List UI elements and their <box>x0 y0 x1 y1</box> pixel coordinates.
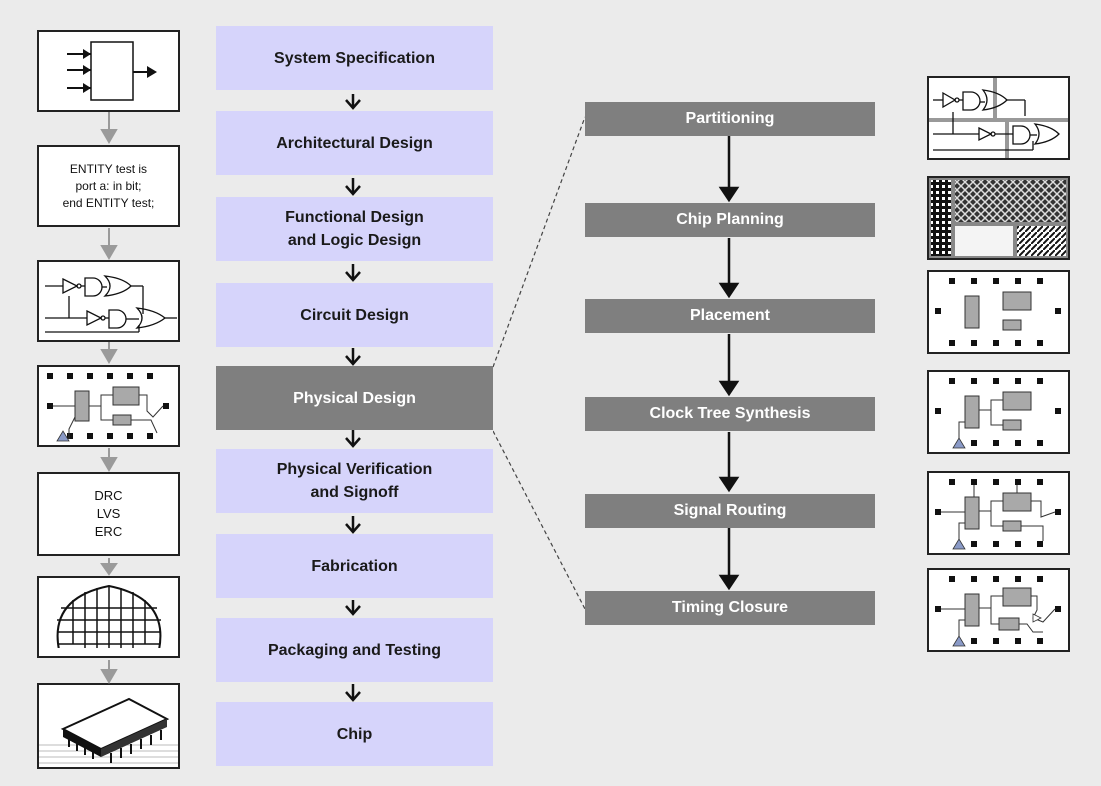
wafer-thumbnail <box>37 576 180 658</box>
flow-physical-design: Physical Design <box>216 366 493 430</box>
flow-system-specification: System Specification <box>216 26 493 90</box>
flow-functional-logic-design: Functional Design and Logic Design <box>216 197 493 261</box>
step-timing-closure: Timing Closure <box>585 591 875 625</box>
check-erc: ERC <box>94 524 123 539</box>
flow-architectural-design: Architectural Design <box>216 111 493 175</box>
timing-closure-thumbnail <box>927 568 1070 652</box>
clock-tree-thumbnail <box>927 370 1070 454</box>
expansion-dashed-lines <box>493 116 586 610</box>
logic-gates-thumbnail <box>37 260 180 342</box>
check-drc: DRC <box>94 488 123 503</box>
flow-packaging-testing: Packaging and Testing <box>216 618 493 682</box>
step-arrows <box>718 136 740 591</box>
flow-chip: Chip <box>216 702 493 766</box>
flow-physical-verification-signoff: Physical Verification and Signoff <box>216 449 493 513</box>
flow-circuit-design: Circuit Design <box>216 283 493 347</box>
chip-planning-thumbnail <box>927 176 1070 260</box>
packaged-chip-thumbnail <box>37 683 180 769</box>
left-column-arrows <box>100 112 118 684</box>
center-flow-arrows <box>345 94 361 702</box>
step-chip-planning: Chip Planning <box>585 203 875 237</box>
verification-checks-thumbnail: DRC LVS ERC <box>37 472 180 556</box>
entity-code-thumbnail: ENTITY test is port a: in bit; end ENTIT… <box>37 145 180 227</box>
flow-fabrication: Fabrication <box>216 534 493 598</box>
step-placement: Placement <box>585 299 875 333</box>
circuit-layout-thumbnail <box>37 365 180 447</box>
step-clock-tree-synthesis: Clock Tree Synthesis <box>585 397 875 431</box>
check-lvs: LVS <box>96 506 121 521</box>
signal-routing-thumbnail <box>927 471 1070 555</box>
step-signal-routing: Signal Routing <box>585 494 875 528</box>
block-symbol-thumbnail <box>37 30 180 112</box>
step-partitioning: Partitioning <box>585 102 875 136</box>
partitioning-thumbnail <box>927 76 1070 160</box>
placement-thumbnail <box>927 270 1070 354</box>
